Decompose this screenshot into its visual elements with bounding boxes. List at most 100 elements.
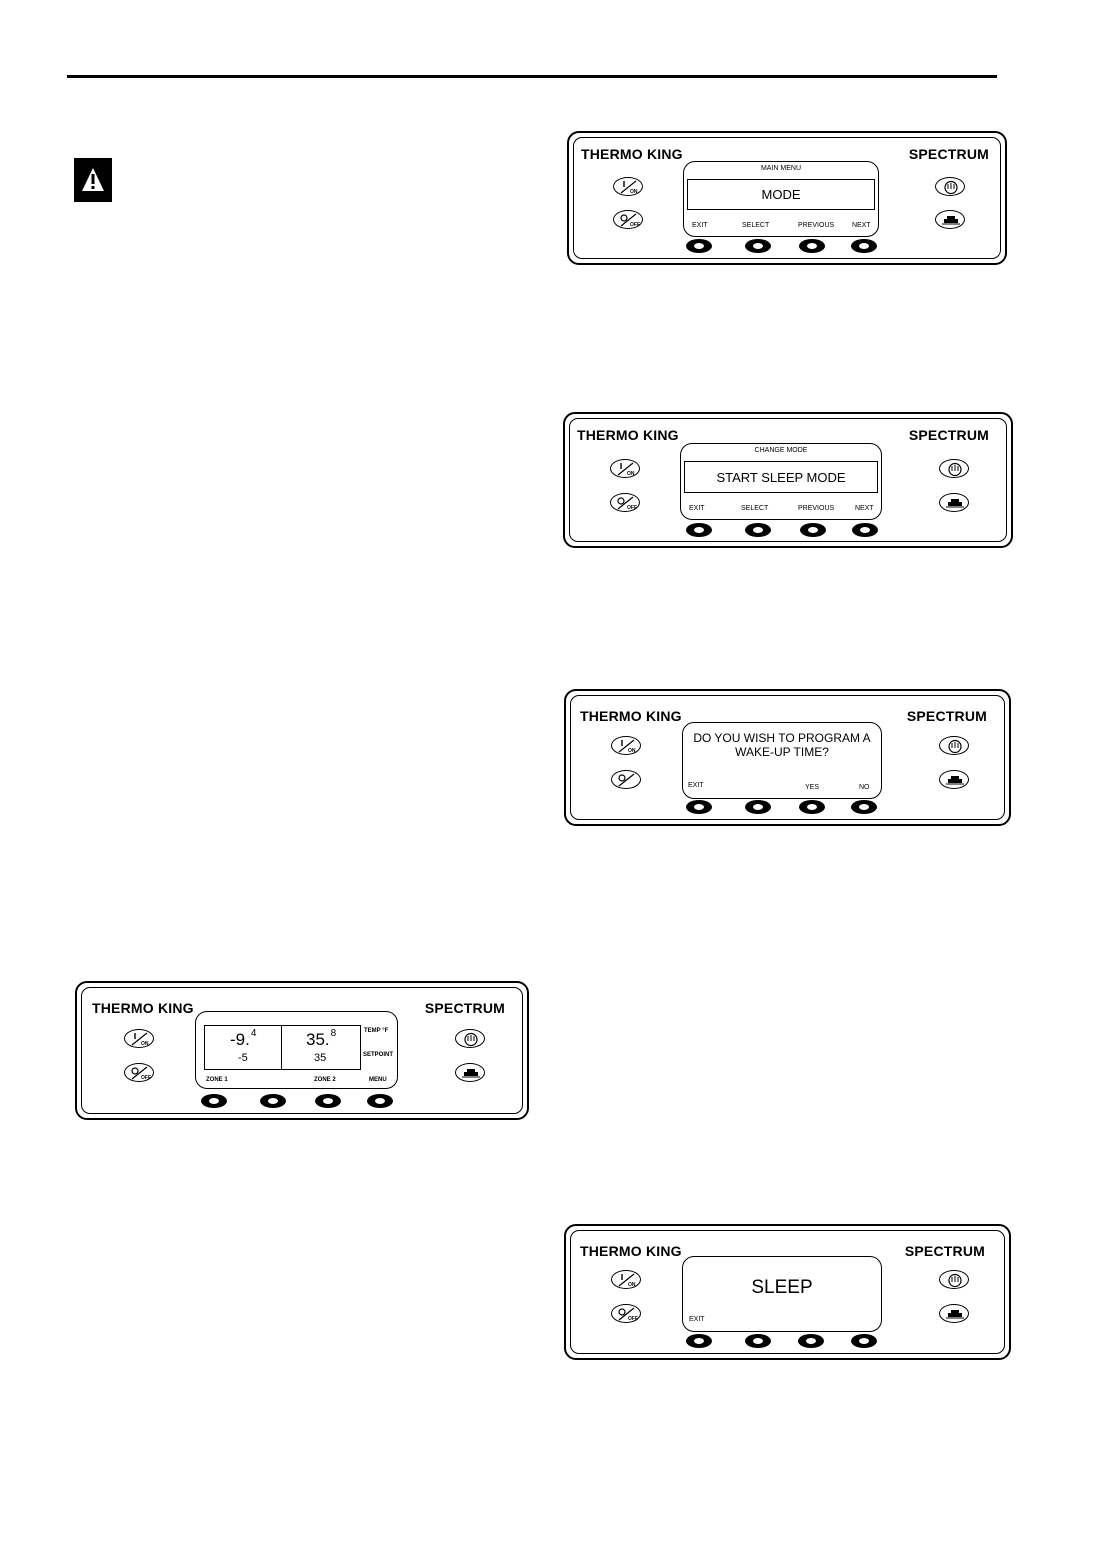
brand-spectrum: SPECTRUM <box>904 1243 985 1259</box>
soft-key-2[interactable] <box>260 1094 286 1108</box>
cycle-sentry-key[interactable] <box>939 1304 969 1323</box>
defrost-key[interactable] <box>939 1270 969 1289</box>
temp-label: TEMP °F <box>364 1028 389 1034</box>
zone-2-setpoint: 35 <box>314 1052 327 1064</box>
soft-label-previous: PREVIOUS <box>798 222 835 229</box>
zone-1-temperature: -9.4 <box>230 1028 257 1049</box>
brand-thermo-king: THERMO KING <box>577 427 679 443</box>
soft-key-3[interactable] <box>799 800 825 814</box>
prompt-line-2: WAKE-UP TIME? <box>735 745 829 759</box>
brand-spectrum: SPECTRUM <box>906 708 987 724</box>
defrost-key[interactable] <box>939 736 969 755</box>
soft-label-select: SELECT <box>742 222 770 229</box>
brand-thermo-king: THERMO KING <box>580 1243 682 1259</box>
controller-panel-change-mode: THERMO KING SPECTRUM ON OFF CHANGE MODE … <box>563 412 1013 548</box>
zone-2-box <box>281 1025 361 1070</box>
brand-spectrum: SPECTRUM <box>908 427 989 443</box>
soft-label-no: NO <box>859 784 870 791</box>
soft-key-4[interactable] <box>367 1094 393 1108</box>
setpoint-label: SETPOINT <box>363 1052 394 1058</box>
soft-label-exit: EXIT <box>688 782 704 789</box>
soft-key-2[interactable] <box>745 239 771 253</box>
controller-panel-standard-display: THERMO KING SPECTRUM ON OFF -9.4 -5 35.8… <box>75 981 529 1120</box>
svg-text:OFF: OFF <box>630 222 640 228</box>
on-key[interactable]: ON <box>124 1029 154 1048</box>
off-key[interactable]: OFF <box>124 1063 154 1082</box>
off-key[interactable]: OFF <box>613 210 643 229</box>
soft-key-1[interactable] <box>201 1094 227 1108</box>
svg-text:OFF: OFF <box>628 1316 638 1322</box>
on-key[interactable]: ON <box>613 177 643 196</box>
soft-label-previous: PREVIOUS <box>798 505 835 512</box>
soft-key-2[interactable] <box>745 800 771 814</box>
screen-title: CHANGE MODE <box>754 447 808 454</box>
brand-spectrum: SPECTRUM <box>908 146 989 162</box>
zone-2-temperature: 35.8 <box>306 1028 337 1049</box>
defrost-key[interactable] <box>939 459 969 478</box>
cycle-sentry-key[interactable] <box>939 770 969 789</box>
menu-label: MENU <box>369 1077 387 1083</box>
svg-text:ON: ON <box>627 471 635 477</box>
off-key[interactable]: OFF <box>610 493 640 512</box>
svg-text:ON: ON <box>630 189 638 195</box>
brand-thermo-king: THERMO KING <box>92 1000 194 1016</box>
cycle-sentry-key[interactable] <box>455 1063 485 1082</box>
display-screen: MAIN MENU MODE EXIT SELECT PREVIOUS NEXT <box>683 161 879 237</box>
svg-text:OFF: OFF <box>627 505 637 511</box>
off-key[interactable]: OFF <box>611 1304 641 1323</box>
soft-key-1[interactable] <box>686 800 712 814</box>
controller-panel-main-menu: THERMO KING SPECTRUM ON OFF MAIN MENU MO… <box>567 131 1007 265</box>
screen-title: MAIN MENU <box>760 165 802 172</box>
controller-panel-sleep: THERMO KING SPECTRUM ON OFF SLEEP EXIT <box>564 1224 1011 1360</box>
display-value: SLEEP <box>751 1277 813 1298</box>
defrost-key[interactable] <box>455 1029 485 1048</box>
prompt-line-1: DO YOU WISH TO PROGRAM A <box>693 731 871 745</box>
header-rule <box>67 75 997 78</box>
soft-key-4[interactable] <box>851 239 877 253</box>
soft-label-exit: EXIT <box>689 1316 705 1323</box>
soft-label-exit: EXIT <box>692 222 708 229</box>
soft-label-exit: EXIT <box>689 505 705 512</box>
brand-spectrum: SPECTRUM <box>424 1000 505 1016</box>
brand-thermo-king: THERMO KING <box>580 708 682 724</box>
svg-text:ON: ON <box>628 1282 636 1288</box>
soft-key-4[interactable] <box>852 523 878 537</box>
soft-key-2[interactable] <box>745 1334 771 1348</box>
soft-key-4[interactable] <box>851 800 877 814</box>
soft-key-3[interactable] <box>798 1334 824 1348</box>
soft-label-next: NEXT <box>855 505 874 512</box>
soft-key-3[interactable] <box>799 239 825 253</box>
display-screen: CHANGE MODE START SLEEP MODE EXIT SELECT… <box>680 443 882 520</box>
brand-thermo-king: THERMO KING <box>581 146 683 162</box>
display-value: MODE <box>687 179 875 210</box>
soft-label-yes: YES <box>805 784 820 791</box>
display-screen: SLEEP EXIT <box>682 1256 882 1332</box>
cycle-sentry-key[interactable] <box>935 210 965 229</box>
zone-1-setpoint: -5 <box>238 1052 248 1064</box>
soft-key-3[interactable] <box>315 1094 341 1108</box>
controller-panel-wakeup-prompt: THERMO KING SPECTRUM ON DO YOU WISH TO P… <box>564 689 1011 826</box>
warning-icon <box>74 158 112 202</box>
zone-2-label: ZONE 2 <box>314 1077 336 1083</box>
off-key[interactable] <box>611 770 641 789</box>
on-key[interactable]: ON <box>611 1270 641 1289</box>
cycle-sentry-key[interactable] <box>939 493 969 512</box>
display-screen: -9.4 -5 35.8 35 TEMP °F SETPOINT ZONE 1 … <box>195 1011 398 1089</box>
soft-key-1[interactable] <box>686 239 712 253</box>
soft-key-2[interactable] <box>745 523 771 537</box>
soft-label-next: NEXT <box>852 222 871 229</box>
soft-key-3[interactable] <box>800 523 826 537</box>
svg-text:OFF: OFF <box>141 1075 151 1081</box>
soft-key-1[interactable] <box>686 523 712 537</box>
soft-key-1[interactable] <box>686 1334 712 1348</box>
on-key[interactable]: ON <box>611 736 641 755</box>
zone-1-label: ZONE 1 <box>206 1077 228 1083</box>
display-screen: DO YOU WISH TO PROGRAM A WAKE-UP TIME? E… <box>682 722 882 799</box>
on-key[interactable]: ON <box>610 459 640 478</box>
display-value: START SLEEP MODE <box>684 461 878 493</box>
defrost-key[interactable] <box>935 177 965 196</box>
soft-key-4[interactable] <box>851 1334 877 1348</box>
svg-text:ON: ON <box>141 1041 149 1047</box>
svg-text:ON: ON <box>628 748 636 754</box>
soft-label-select: SELECT <box>741 505 769 512</box>
